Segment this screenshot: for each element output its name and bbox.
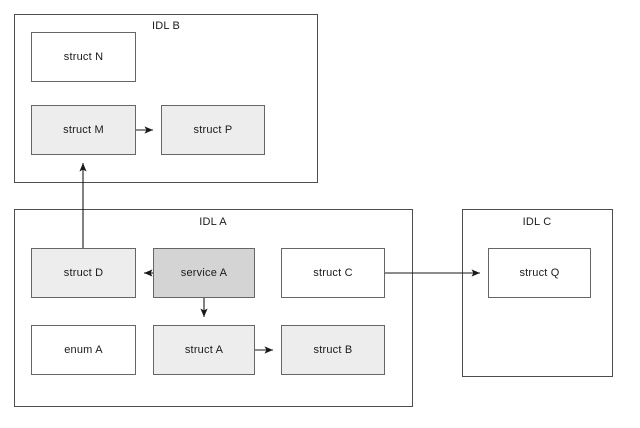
- container-label-idl-c: IDL C: [522, 216, 552, 228]
- container-label-idl-b: IDL B: [151, 20, 181, 32]
- node-struct-n[interactable]: struct N: [31, 32, 136, 82]
- container-label-idl-a: IDL A: [199, 216, 227, 228]
- node-struct-m[interactable]: struct M: [31, 105, 136, 155]
- container-idl-a[interactable]: [14, 209, 413, 407]
- node-struct-c[interactable]: struct C: [281, 248, 385, 298]
- node-struct-q[interactable]: struct Q: [488, 248, 591, 298]
- node-struct-p[interactable]: struct P: [161, 105, 265, 155]
- node-service-a[interactable]: service A: [153, 248, 255, 298]
- node-struct-b[interactable]: struct B: [281, 325, 385, 375]
- node-struct-d[interactable]: struct D: [31, 248, 136, 298]
- node-struct-a[interactable]: struct A: [153, 325, 255, 375]
- node-enum-a[interactable]: enum A: [31, 325, 136, 375]
